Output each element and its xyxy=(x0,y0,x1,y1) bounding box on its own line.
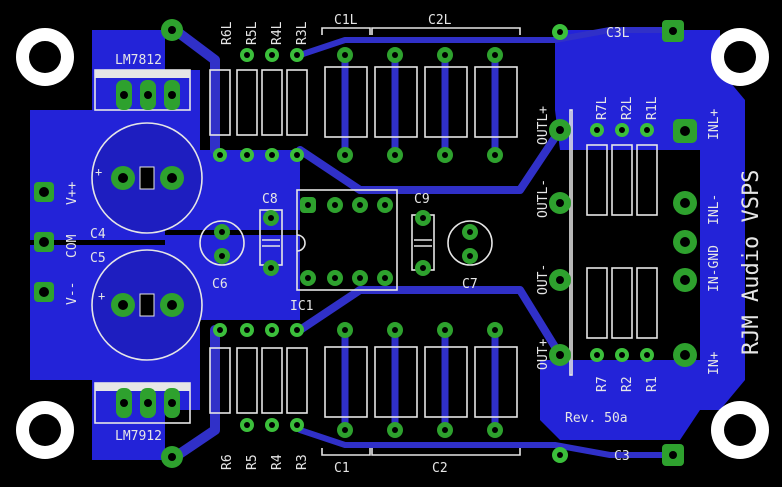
trace-caps-top xyxy=(341,51,499,159)
res-r7-label: R7 xyxy=(595,376,610,392)
res-r3l-label: R3L xyxy=(295,21,310,45)
trace-in-top xyxy=(170,25,220,155)
input-connector: INL+ INL- IN-GND IN+ xyxy=(673,109,722,375)
cap-c9: C9 xyxy=(411,192,435,276)
res-r1-label: R1 xyxy=(645,376,660,392)
res-r6-label: R6 xyxy=(220,454,235,470)
power-vpp-label: V++ xyxy=(65,181,80,205)
res-r7l-label: R7L xyxy=(595,96,610,120)
regulator-bottom-tab xyxy=(95,383,190,391)
cap-c8-label: C8 xyxy=(262,192,278,207)
out-l-plus-label: OUTL+ xyxy=(536,106,551,145)
power-com-label: COM xyxy=(65,234,80,258)
cap-c6: C6 xyxy=(199,220,245,292)
trace-bottom-bus xyxy=(296,286,564,359)
ic1-pins xyxy=(300,197,393,286)
output-connector: OUTL+ OUTL- OUT- OUT+ xyxy=(536,106,573,376)
resistors-left-top: R6L R5L R4L R3L xyxy=(161,19,310,162)
res-r4-label: R4 xyxy=(270,454,285,470)
cap-c9-label: C9 xyxy=(414,192,430,207)
board-revision: Rev. 50a xyxy=(565,411,628,426)
film-caps-bottom-pads xyxy=(337,322,503,438)
mounting-hole-tl xyxy=(16,28,74,86)
cap-c3-label: C3 xyxy=(614,449,630,464)
regulator-top-label: LM7812 xyxy=(115,53,162,68)
copper-pours xyxy=(30,30,745,460)
cap-c5: + xyxy=(91,249,203,361)
regulator-bottom-label: LM7912 xyxy=(115,429,162,444)
cap-c2-label: C2 xyxy=(432,461,448,476)
cap-c8: C8 xyxy=(259,192,283,276)
cap-c3l: C3L xyxy=(552,20,684,42)
mounting-hole-tr xyxy=(711,28,769,86)
res-r4l-label: R4L xyxy=(270,21,285,45)
out-l-minus-label: OUTL- xyxy=(536,179,551,218)
resistors-right-bottom: R7 R2 R1 xyxy=(586,267,660,392)
cap-c6-label: C6 xyxy=(212,277,228,292)
cap-c3: C3 xyxy=(552,444,684,466)
res-r5-label: R5 xyxy=(245,454,260,470)
ic1: IC1 xyxy=(290,189,398,314)
cap-c3l-label: C3L xyxy=(606,26,630,41)
res-r6l-label: R6L xyxy=(220,21,235,45)
cap-c1-label: C1 xyxy=(334,461,350,476)
regulator-bottom-pins xyxy=(116,388,180,418)
film-caps-top: C1L C2L xyxy=(321,13,521,163)
cap-c4: + xyxy=(91,122,203,234)
in-gnd-label: IN-GND xyxy=(707,245,722,292)
mounting-hole-bl xyxy=(16,401,74,459)
trace-caps-bottom xyxy=(341,326,499,434)
in-l-plus-label: INL+ xyxy=(707,109,722,140)
in-l-minus-label: INL- xyxy=(707,194,722,225)
film-caps-top-pads xyxy=(337,47,503,163)
res-r2l-label: R2L xyxy=(620,96,635,120)
power-connector: V++ COM V-- xyxy=(34,181,80,305)
res-r2-label: R2 xyxy=(620,376,635,392)
regulator-top-pins xyxy=(116,80,180,110)
film-caps-bottom: C1 C2 xyxy=(321,322,521,476)
res-r5l-label: R5L xyxy=(245,21,260,45)
resistors-right-top: R7L R2L R1L xyxy=(586,96,660,248)
trace-in-bottom xyxy=(170,325,220,462)
power-vmm-label: V-- xyxy=(65,282,80,305)
regulator-bottom: LM7912 xyxy=(94,382,191,444)
regulator-top-tab xyxy=(95,70,190,78)
trace-top-ring xyxy=(297,27,673,58)
out-minus-label: OUT- xyxy=(536,264,551,295)
cap-c2l-label: C2L xyxy=(428,13,452,28)
regulator-top: LM7812 xyxy=(94,53,191,111)
res-r3-label: R3 xyxy=(295,454,310,470)
out-plus-label: OUT+ xyxy=(536,339,551,370)
mounting-hole-br xyxy=(711,401,769,459)
cap-c7-label: C7 xyxy=(462,277,478,292)
traces xyxy=(170,25,673,462)
cap-c7: C7 xyxy=(447,220,493,292)
cap-c4-label: C4 xyxy=(90,227,106,242)
resistors-left-bottom: R6 R5 R4 R3 xyxy=(161,323,310,470)
cap-c1l-label: C1L xyxy=(334,13,358,28)
cap-c5-plus: + xyxy=(98,289,105,303)
board-title: RJM Audio VSPS xyxy=(739,170,764,355)
trace-top-bus xyxy=(296,126,564,194)
in-plus-label: IN+ xyxy=(707,351,722,375)
trace-bottom-ring xyxy=(297,427,673,458)
mounting-holes xyxy=(16,28,769,459)
ic1-label: IC1 xyxy=(290,299,313,314)
cap-c5-label: C5 xyxy=(90,251,106,266)
cap-c4-plus: + xyxy=(95,165,102,179)
res-r1l-label: R1L xyxy=(645,96,660,120)
